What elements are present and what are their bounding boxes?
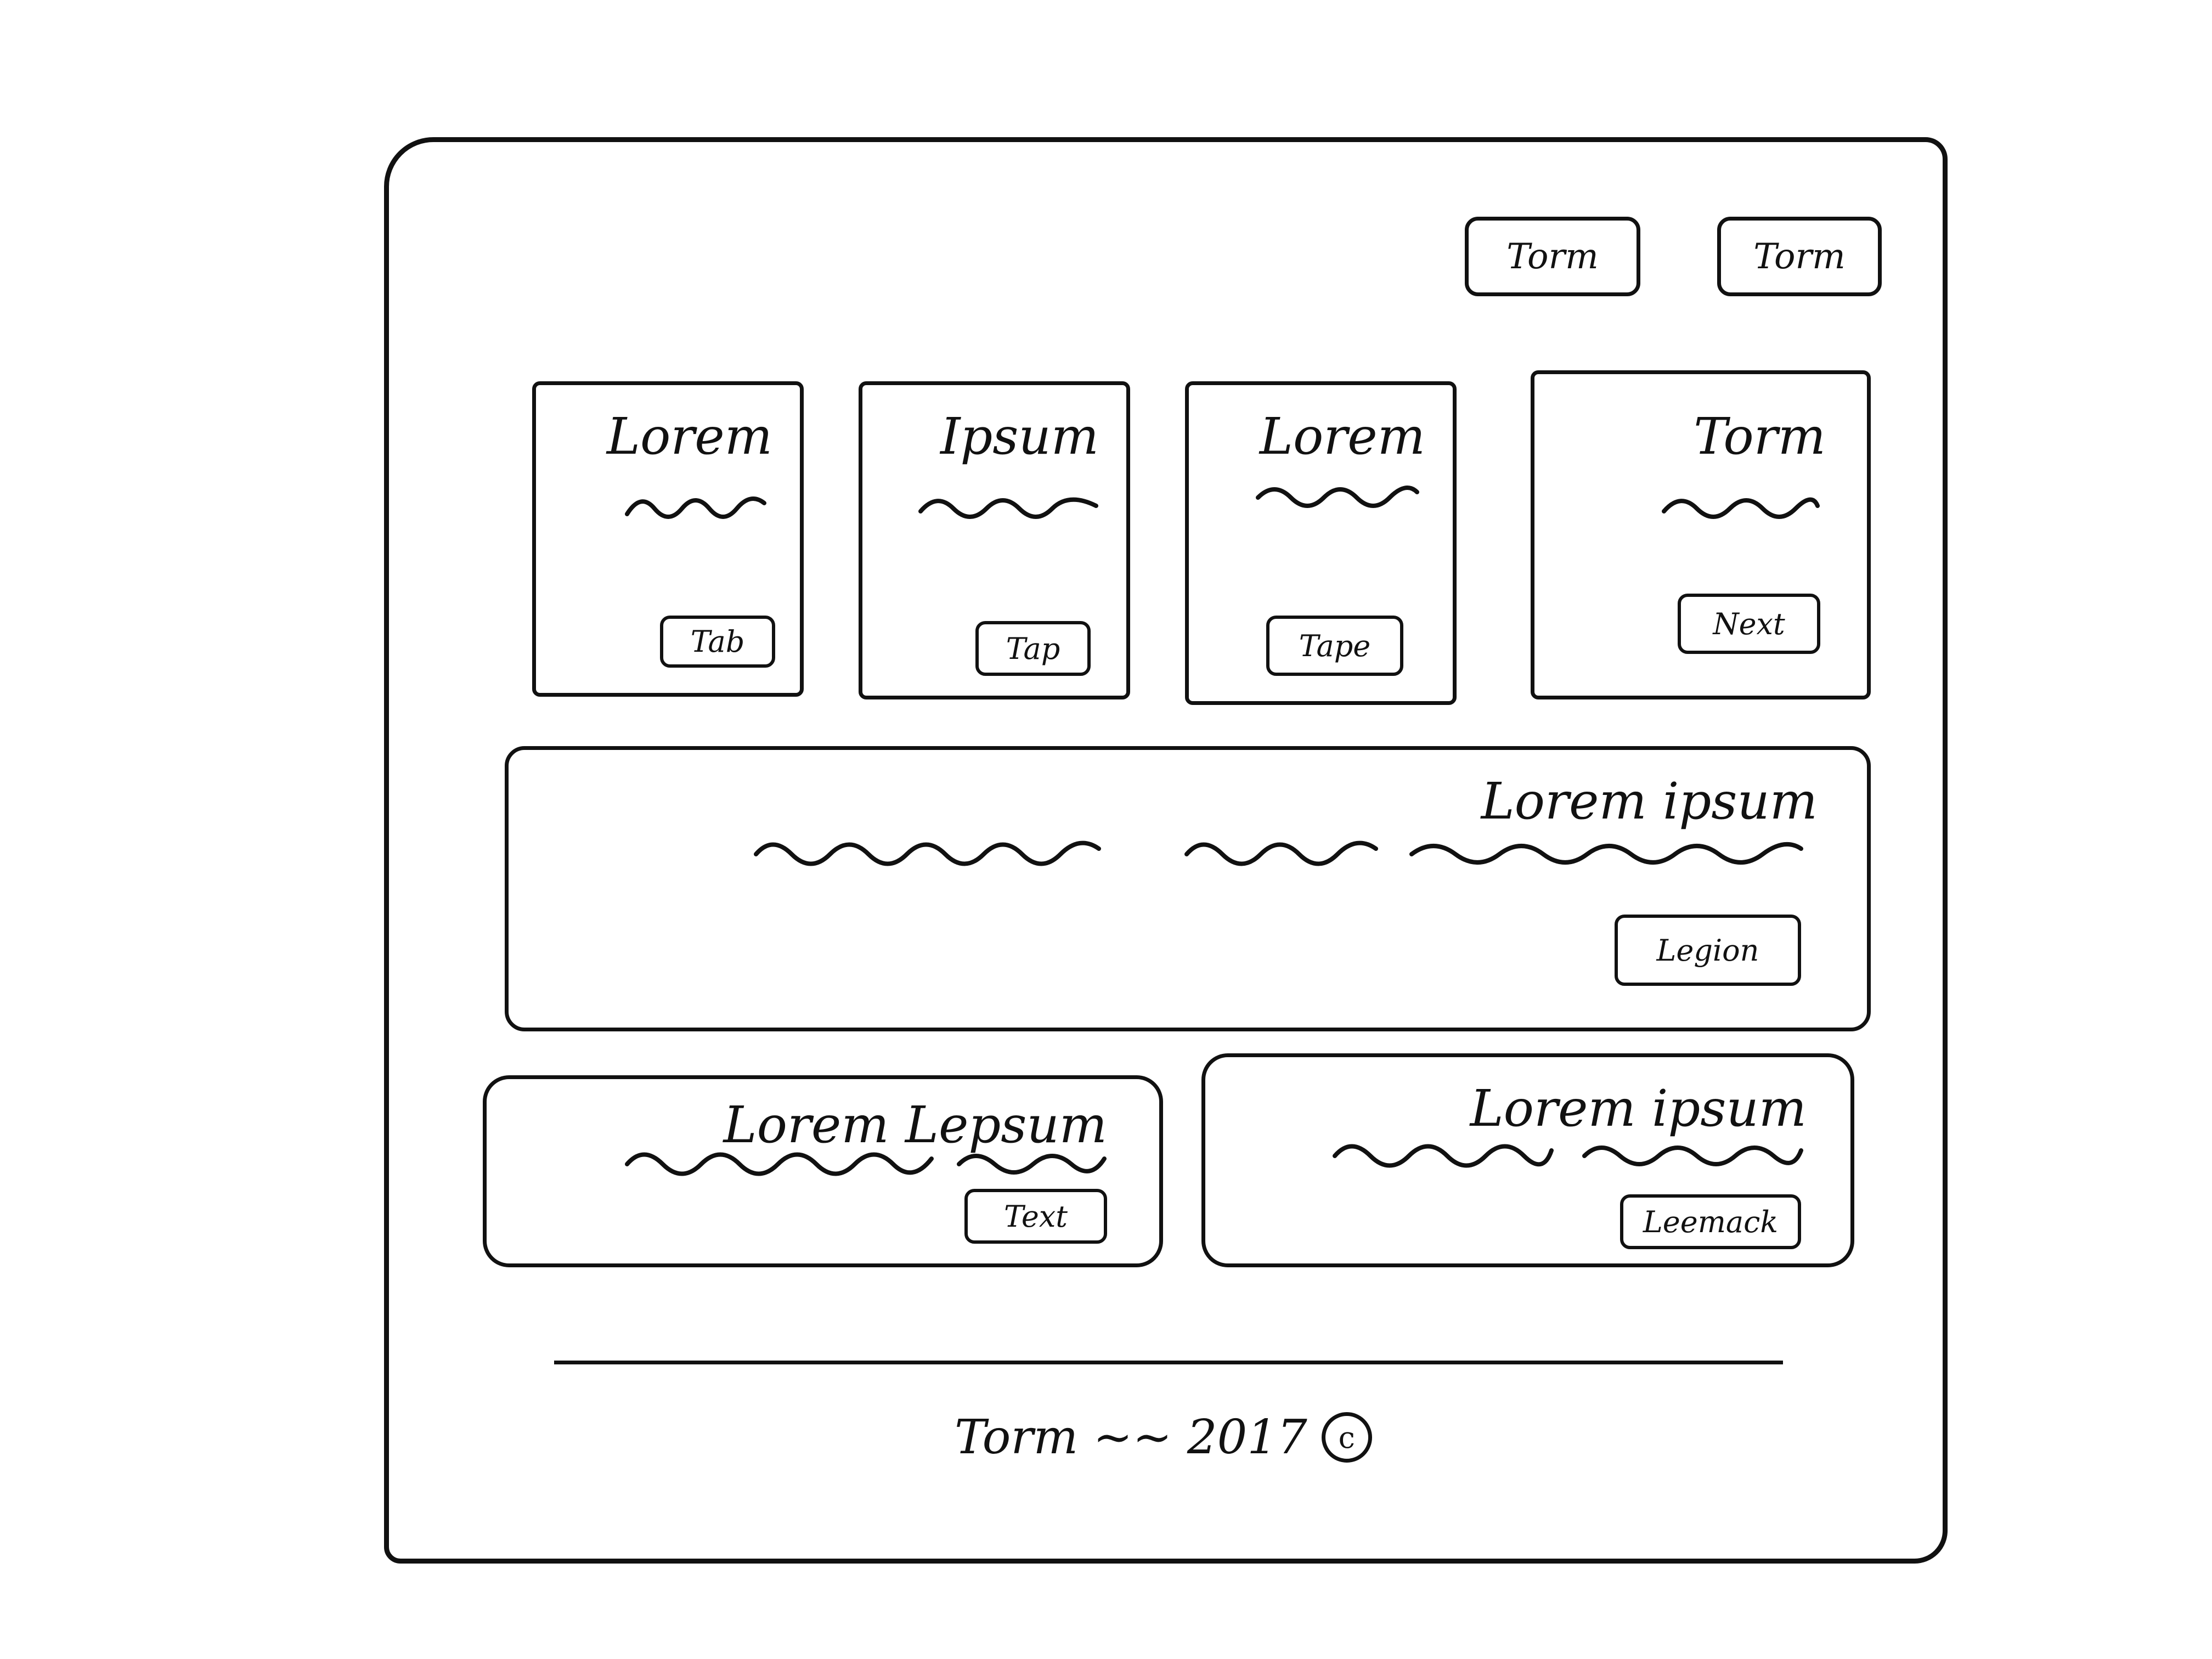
copyright-icon: c: [1321, 1412, 1372, 1463]
banner-title: Lorem ipsum: [1481, 772, 1818, 831]
footer: Torm ~~ 2017 c: [955, 1410, 1372, 1465]
bottom-card-button[interactable]: Leemack: [1620, 1194, 1801, 1249]
card-button[interactable]: Tape: [1266, 616, 1403, 676]
card-button[interactable]: Tab: [660, 616, 775, 668]
card-4: Lorem Tab: [532, 381, 804, 697]
placeholder-text-squiggle: [918, 497, 1098, 519]
app-window-frame: [384, 137, 1948, 1564]
card-1: Torm Next: [1531, 370, 1871, 699]
footer-divider: [554, 1361, 1783, 1364]
header-button-left[interactable]: Torm: [1465, 217, 1640, 296]
card-button[interactable]: Next: [1678, 594, 1820, 654]
placeholder-text-squiggle: [1662, 497, 1820, 519]
placeholder-text-squiggle: [625, 1152, 1107, 1176]
card-button[interactable]: Tap: [975, 621, 1091, 676]
banner-panel: Lorem ipsum Legion: [505, 746, 1871, 1031]
card-2: Lorem Tape: [1185, 381, 1457, 705]
card-title: Lorem: [1259, 407, 1425, 466]
placeholder-text-squiggle: [1256, 486, 1419, 508]
header-button-right[interactable]: Torm: [1717, 217, 1882, 296]
bottom-card-button[interactable]: Text: [964, 1189, 1107, 1244]
card-3: Ipsum Tap: [859, 381, 1130, 699]
card-title: Lorem: [606, 407, 772, 466]
banner-button[interactable]: Legion: [1615, 915, 1801, 986]
bottom-card-title: Lorem Lepsum: [723, 1096, 1107, 1154]
placeholder-text-squiggle: [754, 840, 1803, 866]
bottom-card-title: Lorem ipsum: [1470, 1079, 1807, 1138]
card-title: Ipsum: [940, 407, 1099, 466]
bottom-card-left: Lorem Lepsum Text: [483, 1075, 1163, 1267]
placeholder-text-squiggle: [1333, 1144, 1803, 1168]
card-title: Torm: [1694, 407, 1826, 466]
footer-text: Torm ~~ 2017: [955, 1410, 1307, 1465]
bottom-card-right: Lorem ipsum Leemack: [1201, 1053, 1854, 1267]
placeholder-text-squiggle: [625, 496, 766, 519]
